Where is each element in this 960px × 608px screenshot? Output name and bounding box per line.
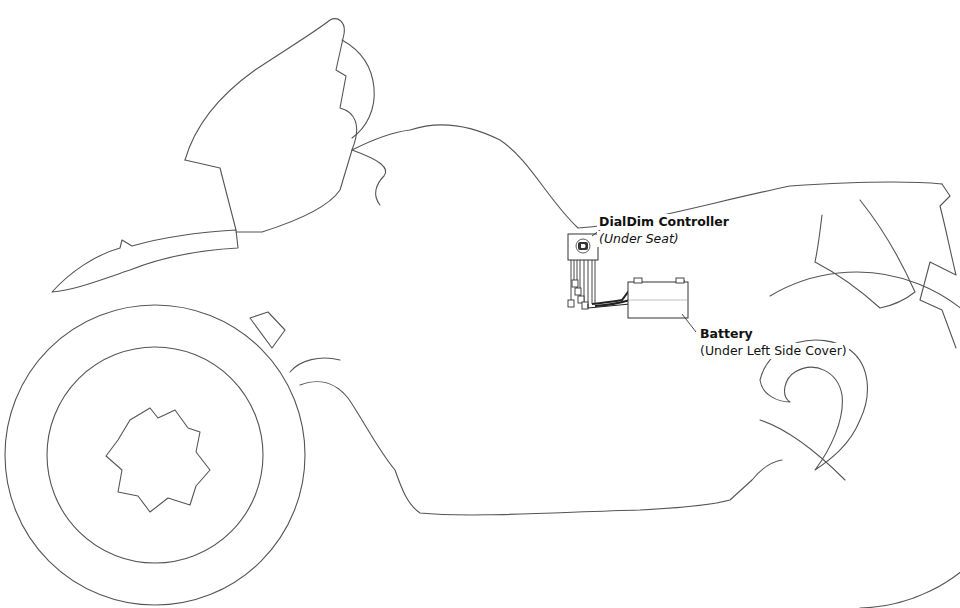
swingarm <box>760 420 845 480</box>
leader-line <box>682 314 696 332</box>
fork-reflector <box>250 312 285 348</box>
engine-outline <box>300 382 782 515</box>
front-hub <box>106 408 210 512</box>
battery-box <box>628 282 688 318</box>
front-fender <box>52 230 238 292</box>
dialdim-controller <box>568 234 598 309</box>
location-note: (Under Seat) <box>597 231 681 247</box>
location-note: (Under Left Side Cover) <box>698 343 849 359</box>
part-name: Battery <box>698 326 755 342</box>
rear-hub <box>760 340 867 470</box>
fairing-side <box>185 160 236 230</box>
battery-edge <box>628 300 688 301</box>
mirror <box>342 40 374 138</box>
controller-logo-mark <box>581 244 586 248</box>
frame-front <box>290 358 340 372</box>
front-rim <box>47 347 263 563</box>
tank-front <box>352 150 386 205</box>
tank-seat-line <box>352 125 942 228</box>
battery <box>628 278 688 318</box>
battery-terminal <box>676 278 684 283</box>
controller-box <box>568 234 598 260</box>
front-tyre <box>5 305 305 605</box>
fairing <box>185 19 357 232</box>
tail <box>920 184 956 348</box>
controller-dial <box>576 239 590 253</box>
controller-logo <box>578 242 588 250</box>
battery-terminal <box>634 278 642 283</box>
rear-panel <box>815 200 915 308</box>
part-name: DialDim Controller <box>597 214 731 230</box>
